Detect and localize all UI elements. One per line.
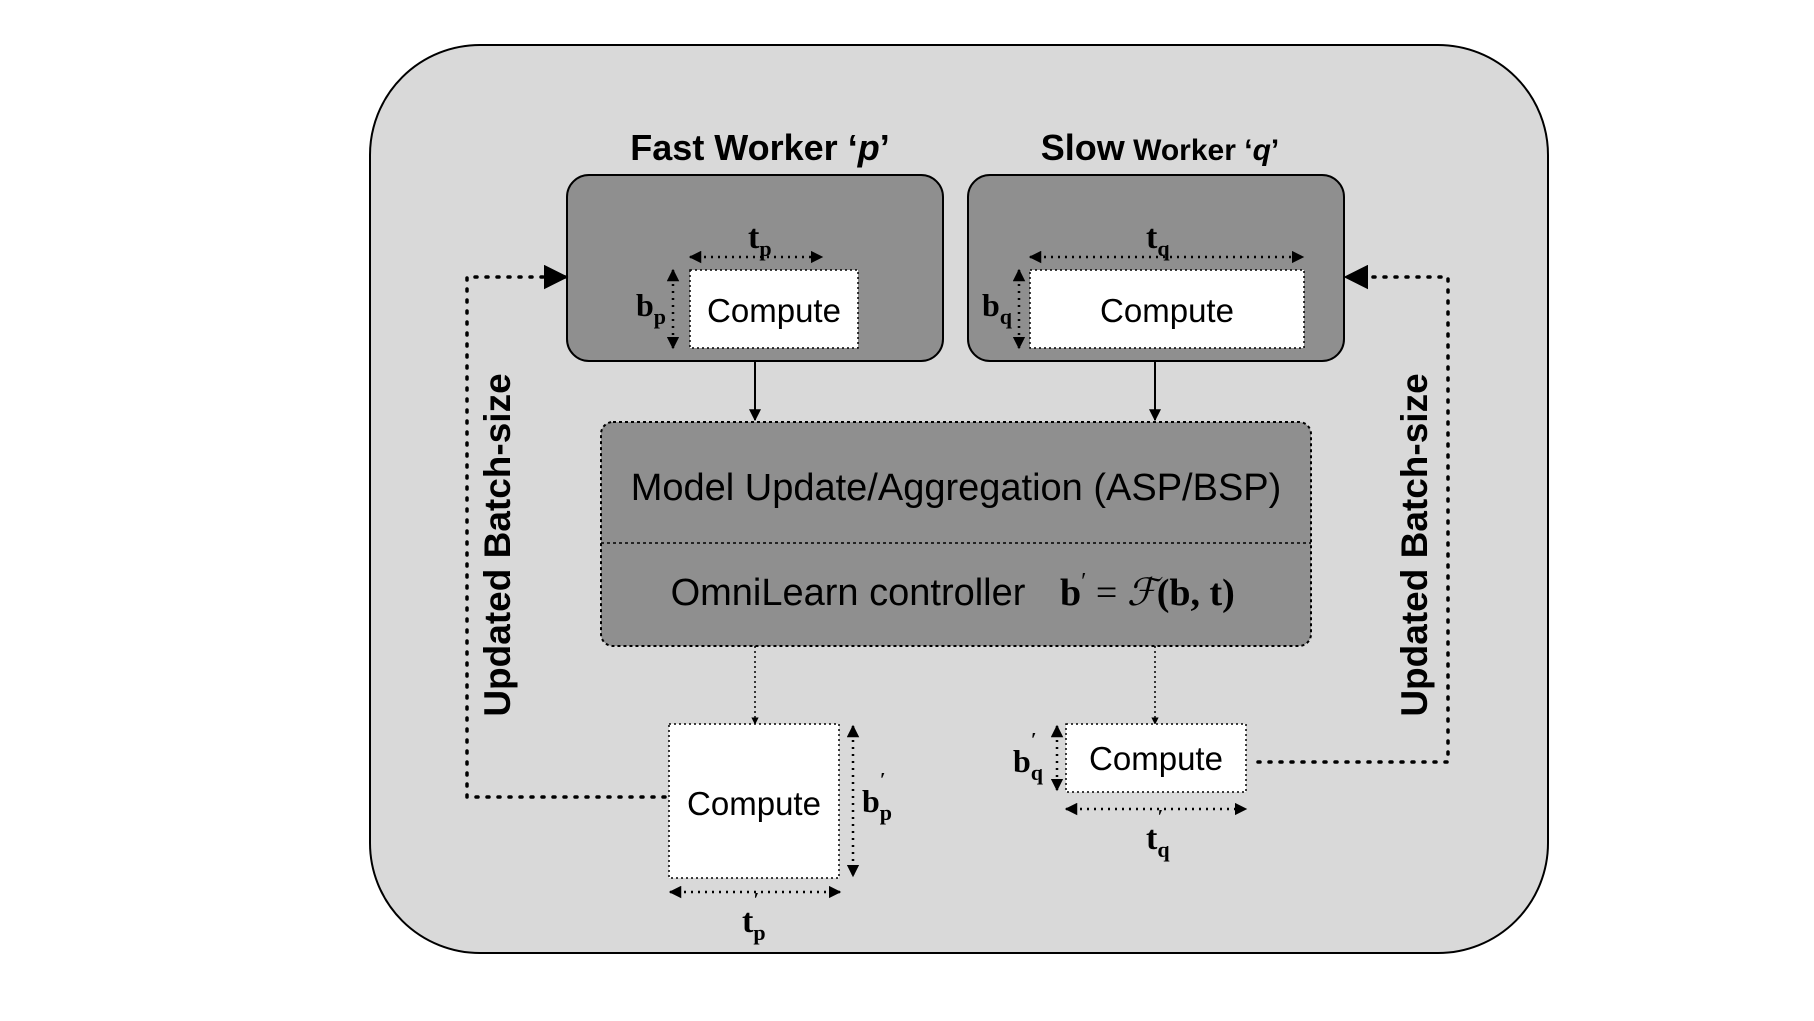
fast-worker-compute-block [689, 269, 859, 349]
slow-worker-batch-label: bq [982, 287, 1013, 329]
controller-label: OmniLearn controller [671, 572, 1026, 614]
fast-worker-time-label: tp [748, 219, 772, 261]
slow-worker-compute-block [1029, 269, 1305, 349]
fast-updated-time-label: tp′ [742, 889, 766, 945]
slow-updated-compute-label: Compute [1089, 740, 1223, 777]
slow-worker-title: Slow Worker ‘q’ [1041, 127, 1280, 168]
fast-worker-compute-label: Compute [707, 292, 841, 329]
controller-formula: b′ = ℱ(b, t) [1060, 569, 1235, 614]
slow-updated-batch-label: bq′ [1013, 729, 1044, 785]
aggregator-box: Model Update/Aggregation (ASP/BSP) OmniL… [600, 421, 1312, 647]
slow-updated-time-label: tq′ [1146, 806, 1170, 862]
fast-updated-compute-label: Compute [687, 785, 821, 822]
left-feedback-label: Updated Batch-size [477, 373, 518, 716]
fast-updated-batch-label: bp′ [862, 769, 892, 825]
left-feedback-loop [465, 264, 667, 799]
slow-worker-box: Compute tq bq [967, 174, 1345, 362]
right-feedback-loop [1256, 264, 1450, 764]
fast-worker-batch-label: bp [636, 287, 666, 329]
right-feedback-label: Updated Batch-size [1394, 373, 1435, 716]
model-update-label: Model Update/Aggregation (ASP/BSP) [631, 467, 1282, 509]
slow-worker-compute-label: Compute [1100, 292, 1234, 329]
slow-updated-compute: Compute bq′ tq′ [1013, 723, 1248, 862]
slow-worker-time-label: tq [1146, 219, 1170, 261]
fast-updated-compute: Compute bp′ tp′ [668, 723, 892, 945]
fast-worker-title: Fast Worker ‘p’ [630, 127, 889, 168]
fast-worker-box: Compute tp bp [566, 174, 944, 362]
